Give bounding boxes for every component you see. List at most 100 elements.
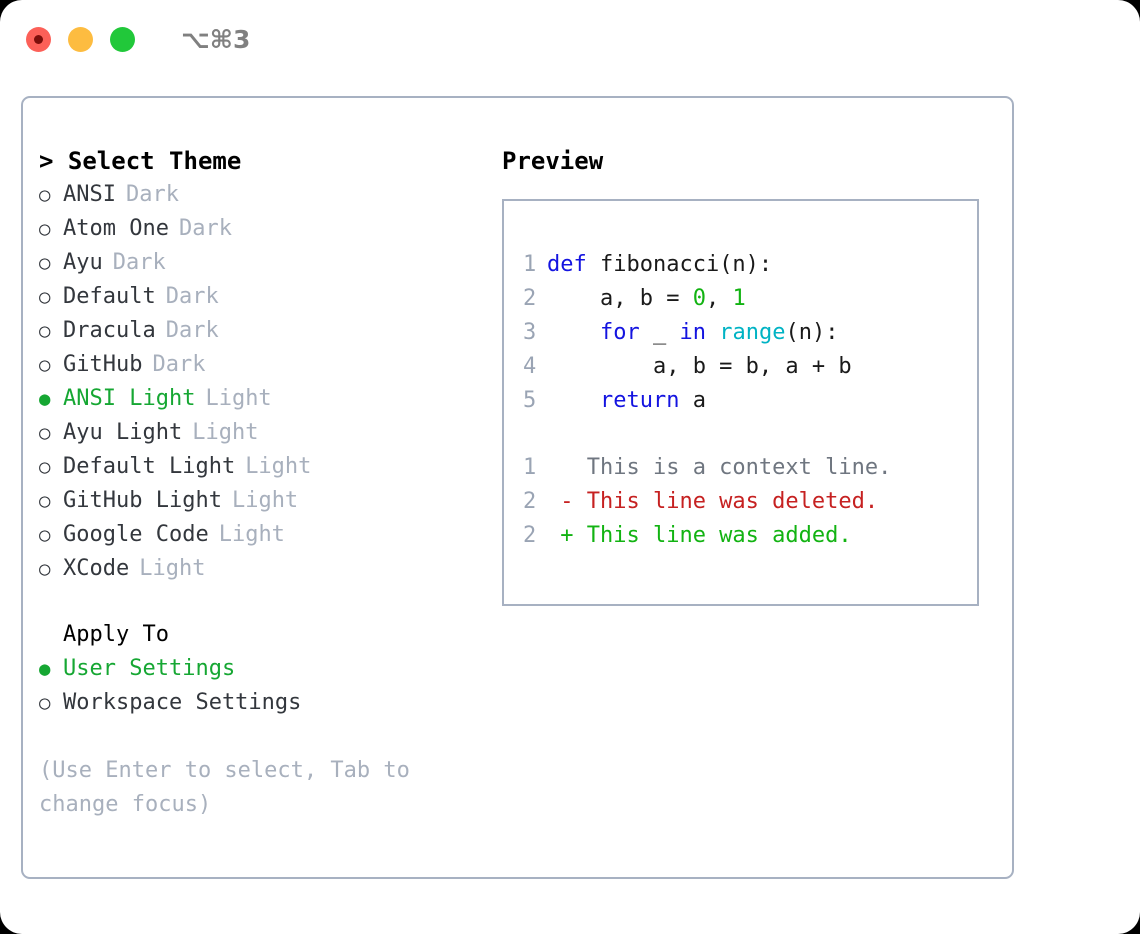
- code-token: 1: [732, 286, 746, 311]
- theme-option-kind: Light: [245, 454, 312, 479]
- theme-option-kind: Dark: [125, 182, 179, 207]
- theme-option-google-code[interactable]: ○ Google Code Light: [39, 518, 479, 552]
- window-controls: [26, 26, 135, 52]
- diff-line-number: 1: [523, 455, 537, 480]
- theme-option-label: GitHub Light: [63, 488, 222, 513]
- theme-option-kind: Light: [139, 556, 206, 581]
- theme-option-atom-one[interactable]: ○ Atom One Dark: [39, 212, 479, 246]
- diff-line-number: 2: [523, 523, 537, 548]
- keyboard-hint-text: (Use Enter to select, Tab to change focu…: [39, 758, 424, 817]
- diff-sample: 1 This is a context line.2 - This line w…: [523, 451, 971, 553]
- apply-to-section: Apply To ● User Settings ○ Workspace Settin…: [39, 618, 479, 720]
- code-line-number: 4: [523, 354, 537, 379]
- code-line: 2 a, b = 0, 1: [523, 282, 971, 316]
- radio-unselected-icon: ○: [39, 184, 51, 206]
- diff-line-text: This is a context line.: [547, 455, 892, 480]
- theme-option-label: Google Code: [63, 522, 209, 547]
- radio-unselected-icon: ○: [39, 490, 51, 512]
- theme-option-label: ANSI: [63, 182, 116, 207]
- apply-to-option-user-settings[interactable]: ● User Settings: [39, 652, 479, 686]
- theme-option-kind: Dark: [178, 216, 232, 241]
- theme-option-github-light[interactable]: ○ GitHub Light Light: [39, 484, 479, 518]
- minimize-button-icon[interactable]: [68, 26, 93, 52]
- code-token: [547, 388, 600, 413]
- code-token: [706, 320, 719, 345]
- select-theme-heading: > Select Theme: [39, 147, 242, 175]
- theme-option-kind: Light: [218, 522, 285, 547]
- radio-unselected-icon: ○: [39, 218, 51, 240]
- theme-option-label: Atom One: [63, 216, 169, 241]
- radio-unselected-icon: ○: [39, 692, 51, 714]
- code-line: 5 return a: [523, 384, 971, 418]
- theme-option-label: ANSI Light: [63, 386, 196, 411]
- apply-to-list[interactable]: ● User Settings ○ Workspace Settings: [39, 652, 479, 720]
- theme-option-kind: Light: [205, 386, 272, 411]
- theme-option-dracula[interactable]: ○ Dracula Dark: [39, 314, 479, 348]
- code-token: [547, 320, 600, 345]
- radio-unselected-icon: ○: [39, 354, 51, 376]
- theme-option-ansi[interactable]: ○ ANSI Dark: [39, 178, 479, 212]
- theme-option-label: Default: [63, 284, 156, 309]
- code-token: a, b =: [547, 286, 693, 311]
- theme-option-label: GitHub: [63, 352, 143, 377]
- code-token: a: [679, 388, 706, 413]
- radio-unselected-icon: ○: [39, 524, 51, 546]
- radio-unselected-icon: ○: [39, 286, 51, 308]
- theme-option-label: Ayu: [63, 250, 103, 275]
- code-line: 4 a, b = b, a + b: [523, 350, 971, 384]
- code-token: _: [639, 320, 680, 345]
- code-token: ,: [705, 286, 733, 311]
- radio-unselected-icon: ○: [39, 456, 51, 478]
- code-line: 1 def fibonacci(n):: [523, 248, 971, 282]
- close-button-icon[interactable]: [26, 26, 51, 52]
- code-token: for: [599, 320, 640, 345]
- theme-option-kind: Light: [231, 488, 299, 513]
- theme-option-label: XCode: [63, 556, 130, 581]
- apply-to-heading: Apply To: [63, 622, 169, 647]
- theme-option-xcode[interactable]: ○ XCode Light: [39, 552, 479, 586]
- code-token: (n):: [785, 320, 839, 345]
- code-token: fibonacci(n):: [599, 252, 773, 277]
- radio-unselected-icon: ○: [39, 558, 51, 580]
- code-token: a, b = b, a + b: [547, 354, 852, 379]
- diff-line-text: + This line was added.: [547, 523, 852, 548]
- code-line-number: 3: [523, 320, 537, 345]
- diff-line-text: - This line was deleted.: [547, 489, 879, 514]
- code-line-number: 1: [523, 252, 537, 277]
- preview-heading: Preview: [502, 147, 604, 175]
- diff-line: 1 This is a context line.: [523, 451, 971, 485]
- code-token: range: [719, 320, 786, 345]
- code-line-number: 2: [523, 286, 537, 311]
- code-line-number: 5: [523, 388, 537, 413]
- theme-option-label: Dracula: [63, 318, 156, 343]
- theme-option-kind: Dark: [152, 352, 206, 377]
- radio-selected-icon: ●: [39, 658, 51, 680]
- theme-option-label: Ayu Light: [63, 420, 183, 445]
- diff-line-number: 2: [523, 489, 537, 514]
- title-bar: ⌥⌘3: [0, 0, 1140, 78]
- diff-line: 2 - This line was deleted.: [523, 485, 971, 519]
- code-token: return: [599, 388, 680, 413]
- code-line: 3 for _ in range(n):: [523, 316, 971, 350]
- apply-to-option-workspace-settings[interactable]: ○ Workspace Settings: [39, 686, 479, 720]
- code-token: def: [547, 252, 600, 277]
- radio-unselected-icon: ○: [39, 320, 51, 342]
- apply-to-option-label: User Settings: [63, 656, 236, 681]
- theme-option-github[interactable]: ○ GitHub Dark: [39, 348, 479, 382]
- theme-option-kind: Dark: [165, 318, 219, 343]
- maximize-button-icon[interactable]: [110, 26, 135, 52]
- code-token: in: [679, 320, 706, 345]
- apply-to-option-label: Workspace Settings: [63, 690, 302, 715]
- code-token: 0: [692, 286, 706, 311]
- theme-option-kind: Dark: [112, 250, 166, 275]
